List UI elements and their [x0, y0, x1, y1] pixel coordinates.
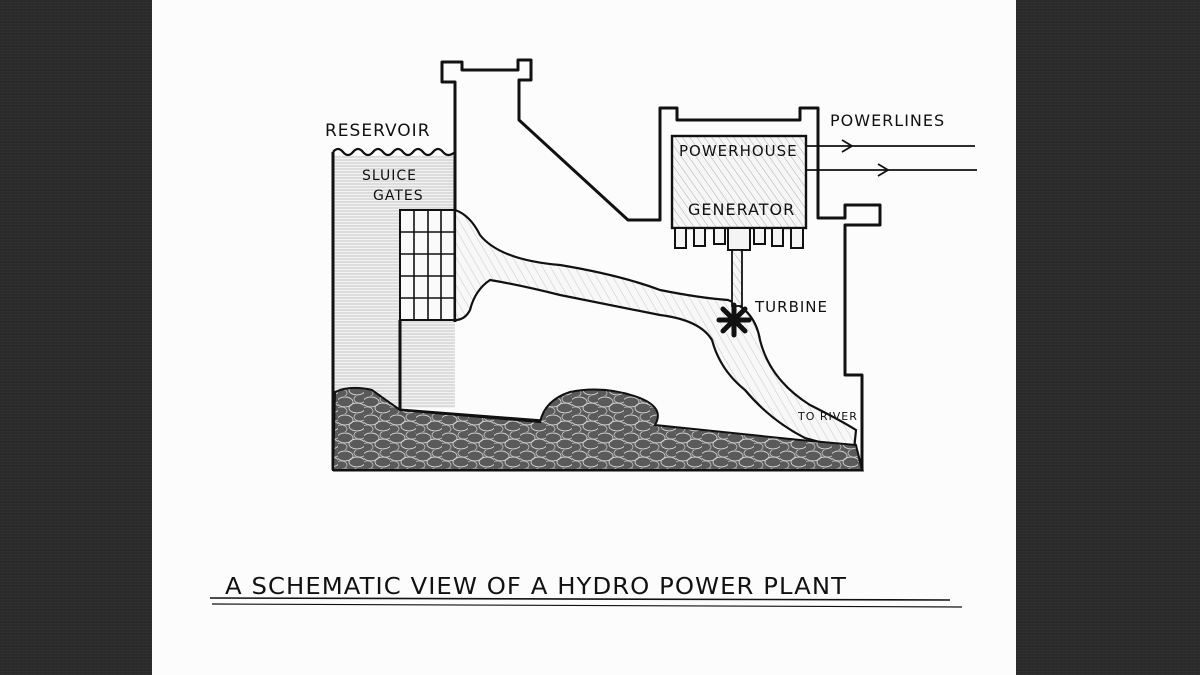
dark-backdrop-right — [1016, 0, 1200, 675]
label-generator: GENERATOR — [688, 200, 795, 219]
riverbed-rocks — [331, 386, 864, 471]
caption-underline-2 — [211, 603, 963, 608]
label-reservoir: RESERVOIR — [325, 121, 431, 141]
water-surface — [332, 147, 456, 157]
label-powerlines: POWERLINES — [830, 111, 945, 130]
diagram-caption: A SCHEMATIC VIEW OF A HYDRO POWER PLANT — [225, 574, 847, 600]
dark-backdrop-left — [0, 0, 162, 675]
sluice-gates-grid — [399, 209, 456, 321]
label-sluice: SLUICE — [362, 168, 417, 184]
paper-sheet — [152, 0, 1018, 675]
powerhouse-unit — [670, 134, 808, 307]
label-to-river: TO RIVER — [797, 410, 858, 423]
caption-underline — [209, 597, 951, 601]
label-gates: GATES — [373, 188, 424, 204]
label-powerhouse: POWERHOUSE — [679, 142, 798, 160]
label-turbine: TURBINE — [754, 298, 828, 316]
power-lines — [806, 139, 977, 177]
dam-crest — [440, 58, 882, 470]
turbine-icon — [716, 302, 752, 338]
